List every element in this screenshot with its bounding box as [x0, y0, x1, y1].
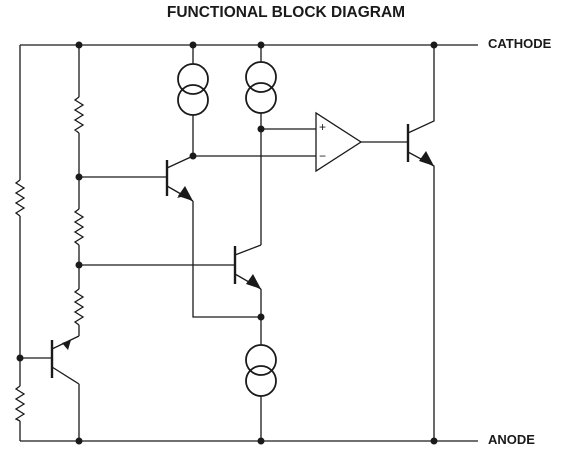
current-source-3 — [245, 317, 277, 441]
diagram-title: FUNCTIONAL BLOCK DIAGRAM — [167, 4, 405, 21]
anode-pin-label: ANODE — [488, 432, 535, 447]
opamp-plus-sign: + — [319, 120, 326, 134]
cathode-pin-label: CATHODE — [488, 36, 552, 51]
transistor-q3 — [79, 244, 262, 317]
transistor-q4-output — [406, 45, 435, 441]
opamp: + − — [315, 111, 408, 173]
current-source-2 — [245, 45, 316, 245]
divider-string — [73, 45, 85, 441]
transistor-q2 — [79, 155, 261, 318]
q4-emitter-arrow — [419, 151, 434, 166]
q1-emitter-arrow — [62, 340, 71, 350]
current-source-1 — [177, 45, 209, 156]
junction-dots — [16, 41, 438, 445]
transistor-q1 — [20, 335, 80, 385]
q2-arrow-head — [178, 186, 193, 201]
left-resistor-branch — [14, 45, 26, 441]
q3-emitter-arrow — [246, 274, 261, 289]
opamp-minus-sign: − — [319, 149, 326, 163]
